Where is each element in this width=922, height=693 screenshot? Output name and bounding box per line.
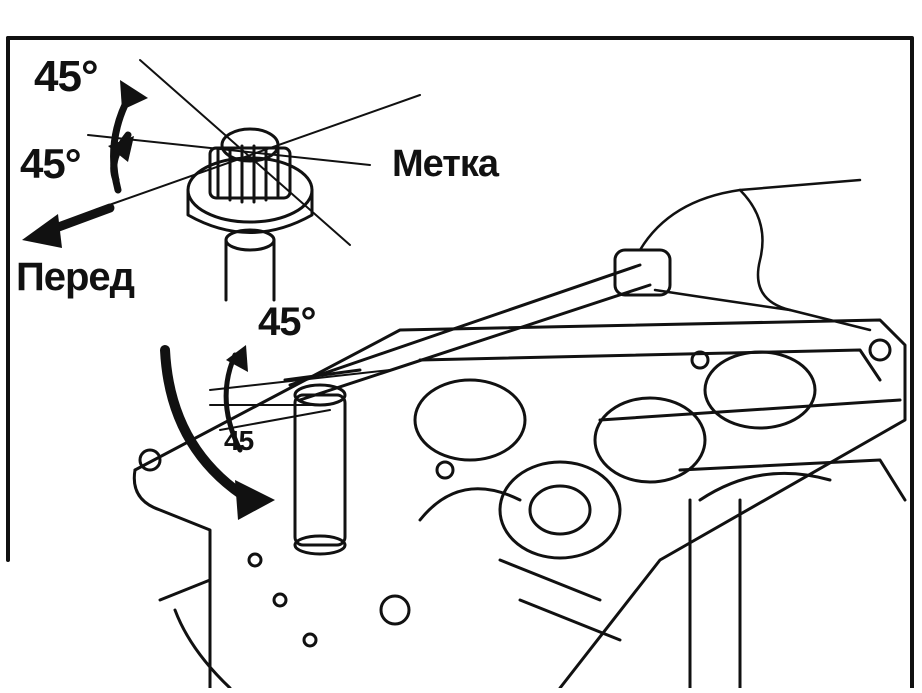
frame-border [6, 36, 914, 690]
angle-label-tool-small: 45 [224, 425, 254, 456]
arrow-head-mid [108, 136, 134, 162]
arrow-head-up [120, 80, 148, 110]
angle-label-mid: 45° [20, 140, 82, 187]
front-arrow [22, 203, 115, 248]
rotation-arrow-lower [160, 345, 275, 520]
lower-guide-lines [209, 369, 391, 431]
angle-guide-lines [87, 59, 421, 246]
angle-label-tool: 45° [258, 300, 316, 344]
crankshaft [413, 350, 832, 642]
ratchet-handle [288, 248, 672, 402]
angle-label-top: 45° [34, 52, 99, 101]
hand [638, 178, 872, 332]
engine-block [132, 318, 907, 690]
mark-label: Метка [392, 143, 499, 185]
bolts [138, 338, 892, 648]
socket-tool [283, 368, 362, 556]
front-label: Перед [16, 255, 135, 299]
